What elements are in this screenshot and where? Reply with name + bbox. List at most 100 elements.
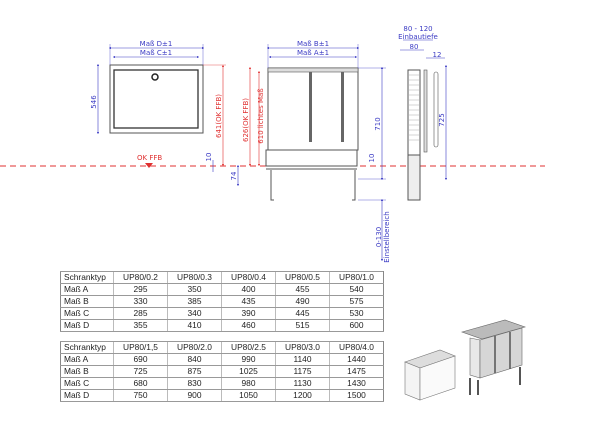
cell: 1200 xyxy=(275,389,330,402)
dim-641: 641(OK FFB) xyxy=(215,94,223,138)
cell: 385 xyxy=(167,295,222,308)
cell: 455 xyxy=(275,283,330,296)
cell: 330 xyxy=(113,295,168,308)
cell: 875 xyxy=(167,365,222,378)
cell: 490 xyxy=(275,295,330,308)
rear-view: Maß B±1 Maß A±1 626(OK FFB) 610 lichtes … xyxy=(242,40,391,263)
cell: 460 xyxy=(221,319,276,332)
cell: 830 xyxy=(167,377,222,390)
ok-ffb-label: OK FFB xyxy=(137,154,162,162)
row-label: Maß B xyxy=(60,365,114,378)
dim-0-130: 0-130 xyxy=(375,227,383,247)
header-cell: Schranktyp xyxy=(60,271,114,284)
row-label: Maß C xyxy=(60,307,114,320)
dim-mass-d: Maß D±1 xyxy=(140,40,173,48)
cell: 600 xyxy=(329,319,384,332)
dim-610: 610 lichtes Maß xyxy=(257,88,265,144)
depth-label: Einbautiefe xyxy=(398,33,438,41)
adjust-range-label: Einstellbereich xyxy=(383,211,391,262)
header-cell: UP80/0.5 xyxy=(275,271,330,284)
header-cell: UP80/1,5 xyxy=(113,341,168,354)
header-cell: Schranktyp xyxy=(60,341,114,354)
dim-10-rear: 10 xyxy=(368,154,376,163)
cell: 750 xyxy=(113,389,168,402)
dim-12: 12 xyxy=(433,51,442,59)
cell: 1475 xyxy=(329,365,384,378)
header-cell: UP80/0.2 xyxy=(113,271,168,284)
row-label: Maß C xyxy=(60,377,114,390)
cell: 980 xyxy=(221,377,276,390)
dim-10: 10 xyxy=(205,153,213,162)
dim-mass-a: Maß A±1 xyxy=(297,49,329,57)
cell: 390 xyxy=(221,307,276,320)
cell: 445 xyxy=(275,307,330,320)
lock-icon xyxy=(151,73,159,81)
dim-626: 626(OK FFB) xyxy=(242,98,250,142)
header-cell: UP80/0.3 xyxy=(167,271,222,284)
cell: 680 xyxy=(113,377,168,390)
cell: 725 xyxy=(113,365,168,378)
header-cell: UP80/2.5 xyxy=(221,341,276,354)
cell: 1175 xyxy=(275,365,330,378)
cell: 515 xyxy=(275,319,330,332)
header-cell: UP80/2.0 xyxy=(167,341,222,354)
cell: 530 xyxy=(329,307,384,320)
cell: 575 xyxy=(329,295,384,308)
cabinet-3d-small xyxy=(404,349,456,401)
cell: 840 xyxy=(167,353,222,366)
floor-marker-icon xyxy=(145,163,153,168)
side-view: 80 - 120 Einbautiefe 80 12 725 xyxy=(398,25,448,201)
dim-710: 710 xyxy=(374,117,382,130)
cell: 295 xyxy=(113,283,168,296)
row-label: Maß B xyxy=(60,295,114,308)
cell: 285 xyxy=(113,307,168,320)
dim-mass-b: Maß B±1 xyxy=(297,40,329,48)
cell: 340 xyxy=(167,307,222,320)
cell: 1140 xyxy=(275,353,330,366)
cell: 410 xyxy=(167,319,222,332)
cell: 690 xyxy=(113,353,168,366)
header-cell: UP80/3.0 xyxy=(275,341,330,354)
cell: 350 xyxy=(167,283,222,296)
dim-74: 74 xyxy=(230,171,238,180)
cabinet-3d-large xyxy=(460,319,527,395)
dim-546: 546 xyxy=(90,95,98,109)
header-cell: UP80/1.0 xyxy=(329,271,384,284)
cell: 400 xyxy=(221,283,276,296)
dim-725: 725 xyxy=(438,113,446,126)
cell: 1440 xyxy=(329,353,384,366)
cell: 540 xyxy=(329,283,384,296)
cell: 1050 xyxy=(221,389,276,402)
dim-80-120: 80 - 120 xyxy=(403,25,432,33)
row-label: Maß D xyxy=(60,319,114,332)
header-cell: UP80/4.0 xyxy=(329,341,384,354)
row-label: Maß A xyxy=(60,283,114,296)
dim-80: 80 xyxy=(410,43,419,51)
dim-mass-c: Maß C±1 xyxy=(140,49,172,57)
cell: 1500 xyxy=(329,389,384,402)
row-label: Maß A xyxy=(60,353,114,366)
header-cell: UP80/0.4 xyxy=(221,271,276,284)
cell: 435 xyxy=(221,295,276,308)
row-label: Maß D xyxy=(60,389,114,402)
cell: 990 xyxy=(221,353,276,366)
cell: 900 xyxy=(167,389,222,402)
front-view: Maß D±1 Maß C±1 546 641(OK FFB) OK FFB 1… xyxy=(90,40,240,187)
cell: 355 xyxy=(113,319,168,332)
cell: 1130 xyxy=(275,377,330,390)
cell: 1025 xyxy=(221,365,276,378)
